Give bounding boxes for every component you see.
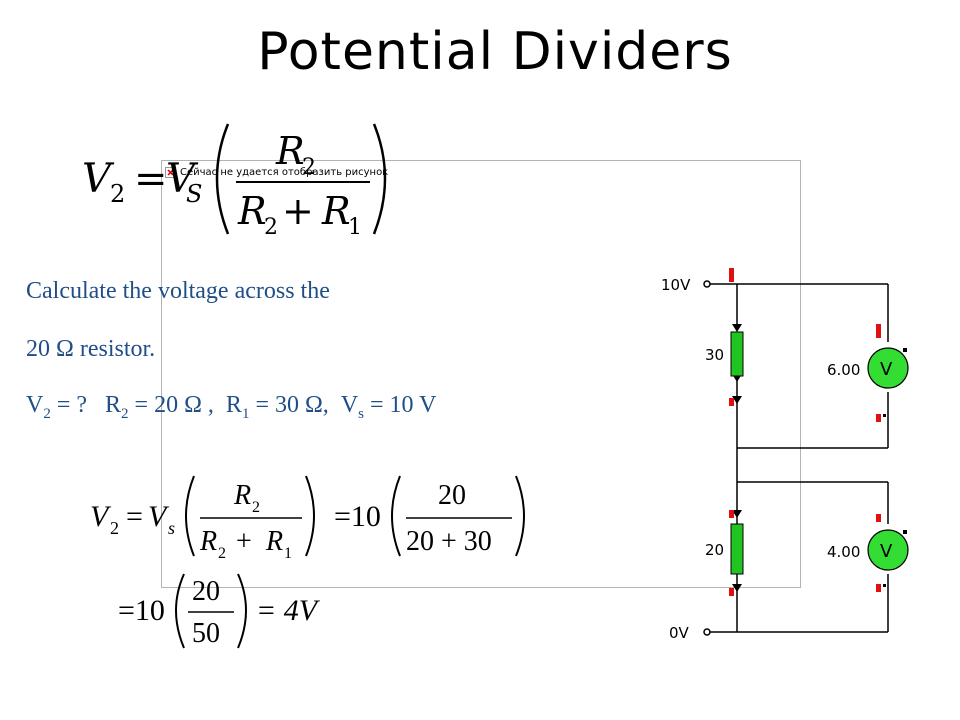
formula-vs-var: V [166,156,199,202]
svg-text:V: V [880,541,893,562]
broken-image-message: Сейчас не удается отобразить рисунок [180,167,389,178]
formula-right-paren [372,123,387,235]
question-line-2: 20 Ω resistor. [26,336,156,362]
lower-resistor-label: 20 [705,541,724,559]
resistor-20 [730,523,744,575]
bottom-terminal-icon [703,628,711,636]
formula-num-sub: 2 [302,155,316,180]
svg-text:= 4V: = 4V [256,594,321,627]
svg-text:=10: =10 [334,500,381,533]
svg-text:+: + [236,526,252,557]
formula-den-r2-sub: 2 [264,215,278,240]
svg-text:R: R [233,480,251,511]
svg-text:20: 20 [438,480,466,511]
svg-text:2: 2 [218,545,226,562]
formula-left-paren [215,123,230,235]
upper-voltmeter-icon [867,347,909,389]
slide-title: Potential Dividers [257,22,733,82]
svg-text:R: R [265,526,283,557]
lower-voltmeter-icon [867,529,909,571]
formula-lhs-sub: 2 [110,180,125,208]
probe-markers [729,268,881,596]
potential-divider-formula: V 2 = V S R 2 R 2 + R 1 [82,123,387,240]
svg-text:1: 1 [284,545,292,562]
solution-step-1: V 2 = V s R 2 R 2 + R 1 =10 20 20 + 30 [90,475,525,562]
given-values: V2 = ? R2 = 20 Ω , R1 = 30 Ω, Vs = 10 V [26,392,437,422]
svg-text:s: s [168,518,175,538]
resistor-30 [730,331,744,377]
upper-meter-reading: 6.00 [827,361,860,379]
broken-image-icon [165,167,176,178]
question-line-1: Calculate the voltage across the [26,278,330,304]
svg-text:20: 20 [192,576,220,607]
svg-text:50: 50 [192,618,220,649]
svg-text:20 + 30: 20 + 30 [406,526,492,557]
svg-text:R: R [199,526,217,557]
broken-image-placeholder: Сейчас не удается отобразить рисунок [161,160,801,588]
upper-resistor-label: 30 [705,346,724,364]
svg-text:=: = [126,500,143,533]
formula-den-plus: + [282,189,314,233]
svg-text:V: V [90,500,112,533]
lower-meter-reading: 4.00 [827,543,860,561]
top-voltage-label: 10V [661,276,691,294]
svg-text:V: V [880,359,893,380]
formula-den-r1: R [321,189,351,233]
circuit-diagram: 10V 0V 30 20 V V 6.00 4.00 [661,268,909,642]
solution-step-2: =10 20 50 = 4V [118,573,321,649]
bottom-voltage-label: 0V [669,624,690,642]
svg-text:2: 2 [252,499,260,516]
svg-text:=10: =10 [118,594,165,627]
svg-text:2: 2 [110,518,119,538]
formula-lhs-var: V [82,156,115,202]
formula-equals: = [134,156,168,202]
svg-text:V: V [148,500,170,533]
formula-vs-sub: S [186,180,202,208]
formula-den-r2: R [237,189,267,233]
formula-num-var: R [275,129,305,173]
top-terminal-icon [703,280,711,288]
formula-den-r1-sub: 1 [348,215,362,240]
